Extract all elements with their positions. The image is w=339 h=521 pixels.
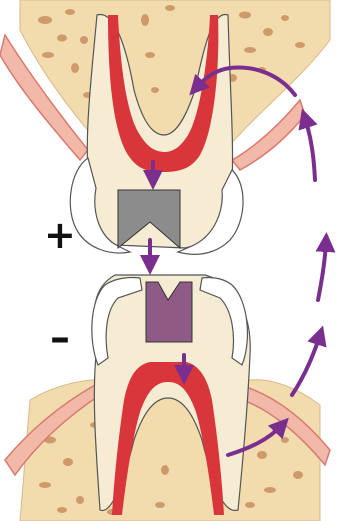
arrow-right-middle: [318, 242, 326, 300]
arrow-right-upper: [305, 118, 315, 180]
positive-sign: +: [44, 216, 76, 254]
arrow-right-lower: [292, 335, 320, 395]
lower-jaw: [5, 275, 330, 521]
negative-sign: –: [50, 318, 70, 358]
